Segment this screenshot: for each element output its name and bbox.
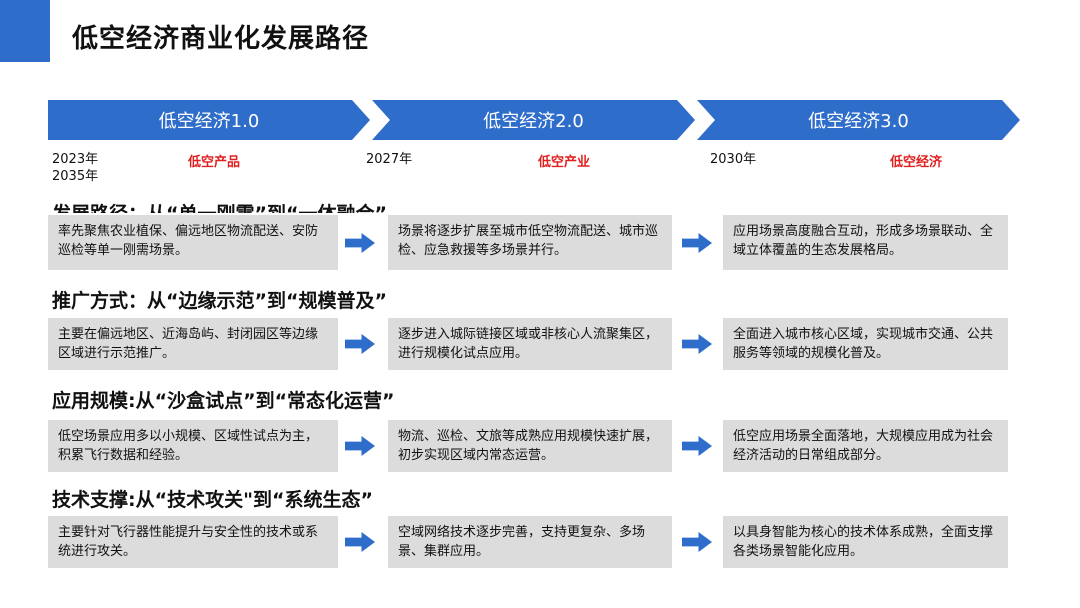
section-heading: 应用规模:从“沙盒试点”到“常态化运营” [52, 390, 395, 412]
stage-label: 低空经济1.0 [158, 111, 260, 132]
right-arrow-icon [682, 532, 712, 552]
stage-label: 低空经济2.0 [483, 111, 584, 132]
section-heading: 发展路径：从“单一刚需”到“一体融合” [52, 199, 387, 213]
right-arrow-icon [682, 233, 712, 253]
row-4-cell-3: 以具身智能为核心的技术体系成熟，全面支撑各类场景智能化应用。 [723, 516, 1008, 568]
row-3-cell-2: 物流、巡检、文旅等成熟应用规模快速扩展，初步实现区域内常态运营。 [388, 420, 672, 472]
year-label: 2030年 [710, 152, 757, 167]
year-label: 2027年 [366, 152, 413, 167]
stage-1-tag: 低空产品 [188, 155, 241, 170]
stage-label: 低空经济3.0 [808, 111, 909, 132]
row-2-cell-1: 主要在偏远地区、近海岛屿、封闭园区等边缘区域进行示范推广。 [48, 318, 338, 370]
section-heading-clip: 发展路径：从“单一刚需”到“一体融合” [52, 199, 512, 213]
row-3-cell-1: 低空场景应用多以小规模、区域性试点为主，积累飞行数据和经验。 [48, 420, 338, 472]
row-1-cell-2: 场景将逐步扩展至城市低空物流配送、城市巡检、应急救援等多场景并行。 [388, 215, 672, 270]
section-heading: 技术支撑:从“技术攻关"到“系统生态” [52, 489, 373, 511]
row-1-cell-3: 应用场景高度融合互动，形成多场景联动、全域立体覆盖的生态发展格局。 [723, 215, 1008, 270]
stage-2-years: 2027年 [366, 151, 412, 168]
row-2-cell-3: 全面进入城市核心区域，实现城市交通、公共服务等领域的规模化普及。 [723, 318, 1008, 370]
year-label: 2023年 [52, 152, 99, 167]
row-3-cell-3: 低空应用场景全面落地，大规模应用成为社会经济活动的日常组成部分。 [723, 420, 1008, 472]
title-accent-block [0, 0, 50, 62]
stage-banner-1: 低空经济1.0 [48, 100, 370, 140]
right-arrow-icon [345, 233, 375, 253]
stage-2-tag: 低空产业 [538, 155, 591, 170]
stage-3-years: 2030年 [710, 151, 756, 168]
row-4-cell-2: 空域网络技术逐步完善，支持更复杂、多场景、集群应用。 [388, 516, 672, 568]
row-1-cell-1: 率先聚焦农业植保、偏远地区物流配送、安防巡检等单一刚需场景。 [48, 215, 338, 270]
page-title: 低空经济商业化发展路径 [72, 24, 370, 54]
right-arrow-icon [345, 436, 375, 456]
stage-banner-2: 低空经济2.0 [372, 100, 695, 140]
row-2-cell-2: 逐步进入城际链接区域或非核心人流聚集区，进行规模化试点应用。 [388, 318, 672, 370]
stage-banner-3: 低空经济3.0 [697, 100, 1020, 140]
right-arrow-icon [345, 532, 375, 552]
row-4-cell-1: 主要针对飞行器性能提升与安全性的技术或系统进行攻关。 [48, 516, 338, 568]
stage-3-tag: 低空经济 [890, 155, 943, 170]
section-heading: 推广方式：从“边缘示范”到“规模普及” [52, 290, 387, 312]
year-label: 2035年 [52, 169, 99, 184]
right-arrow-icon [682, 436, 712, 456]
right-arrow-icon [345, 334, 375, 354]
right-arrow-icon [682, 334, 712, 354]
stage-1-years: 2023年 2035年 [52, 151, 98, 185]
